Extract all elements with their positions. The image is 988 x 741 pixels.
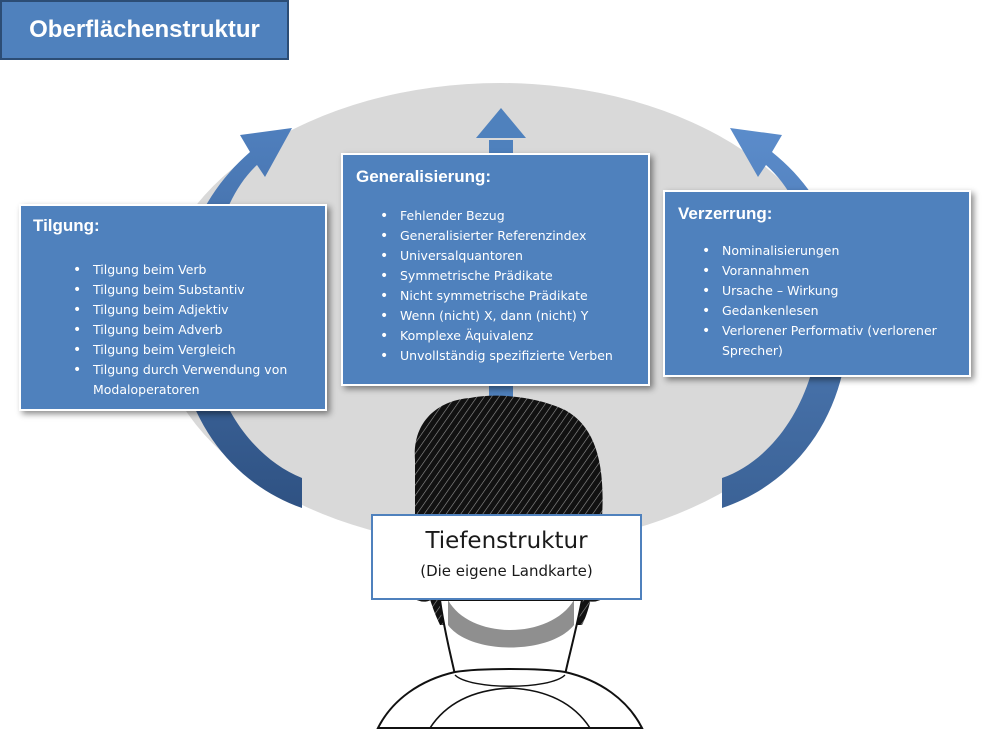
- surface-structure-title: Oberflächenstruktur: [29, 16, 260, 43]
- list-item: Tilgung beim Vergleich: [71, 340, 313, 360]
- list-item: Ursache – Wirkung: [700, 281, 956, 301]
- generalization-heading: Generalisierung:: [356, 167, 492, 186]
- deletion-box: Tilgung: Tilgung beim Verb Tilgung beim …: [19, 204, 327, 411]
- list-item: Tilgung beim Adverb: [71, 320, 313, 340]
- list-item: Generalisierter Referenzindex: [378, 226, 635, 246]
- generalization-box: Generalisierung: Fehlender Bezug General…: [341, 153, 650, 386]
- list-item: Vorannahmen: [700, 261, 956, 281]
- deep-structure-box: Tiefenstruktur (Die eigene Landkarte): [371, 514, 642, 600]
- list-item: Gedankenlesen: [700, 301, 956, 321]
- list-item: Tilgung beim Verb: [71, 260, 313, 280]
- distortion-list: Nominalisierungen Vorannahmen Ursache – …: [678, 241, 956, 361]
- deletion-heading: Tilgung:: [33, 216, 100, 235]
- list-item: Tilgung durch Verwendung von Modaloperat…: [71, 360, 313, 400]
- surface-structure-box: Oberflächenstruktur: [0, 0, 289, 60]
- list-item: Unvollständig spezifizierte Verben: [378, 346, 635, 366]
- list-item: Komplexe Äquivalenz: [378, 326, 635, 346]
- deep-structure-title: Tiefenstruktur: [425, 528, 588, 554]
- distortion-box: Verzerrung: Nominalisierungen Vorannahme…: [663, 190, 971, 377]
- list-item: Tilgung beim Substantiv: [71, 280, 313, 300]
- generalization-list: Fehlender Bezug Generalisierter Referenz…: [356, 206, 635, 366]
- deletion-list: Tilgung beim Verb Tilgung beim Substanti…: [33, 260, 313, 400]
- list-item: Fehlender Bezug: [378, 206, 635, 226]
- list-item: Nominalisierungen: [700, 241, 956, 261]
- list-item: Nicht symmetrische Prädikate: [378, 286, 635, 306]
- distortion-heading: Verzerrung:: [678, 204, 773, 223]
- list-item: Tilgung beim Adjektiv: [71, 300, 313, 320]
- list-item: Symmetrische Prädikate: [378, 266, 635, 286]
- list-item: Wenn (nicht) X, dann (nicht) Y: [378, 306, 635, 326]
- list-item: Universalquantoren: [378, 246, 635, 266]
- deep-structure-subtitle: (Die eigene Landkarte): [420, 562, 593, 580]
- list-item: Verlorener Performativ (verlorener Sprec…: [700, 321, 956, 361]
